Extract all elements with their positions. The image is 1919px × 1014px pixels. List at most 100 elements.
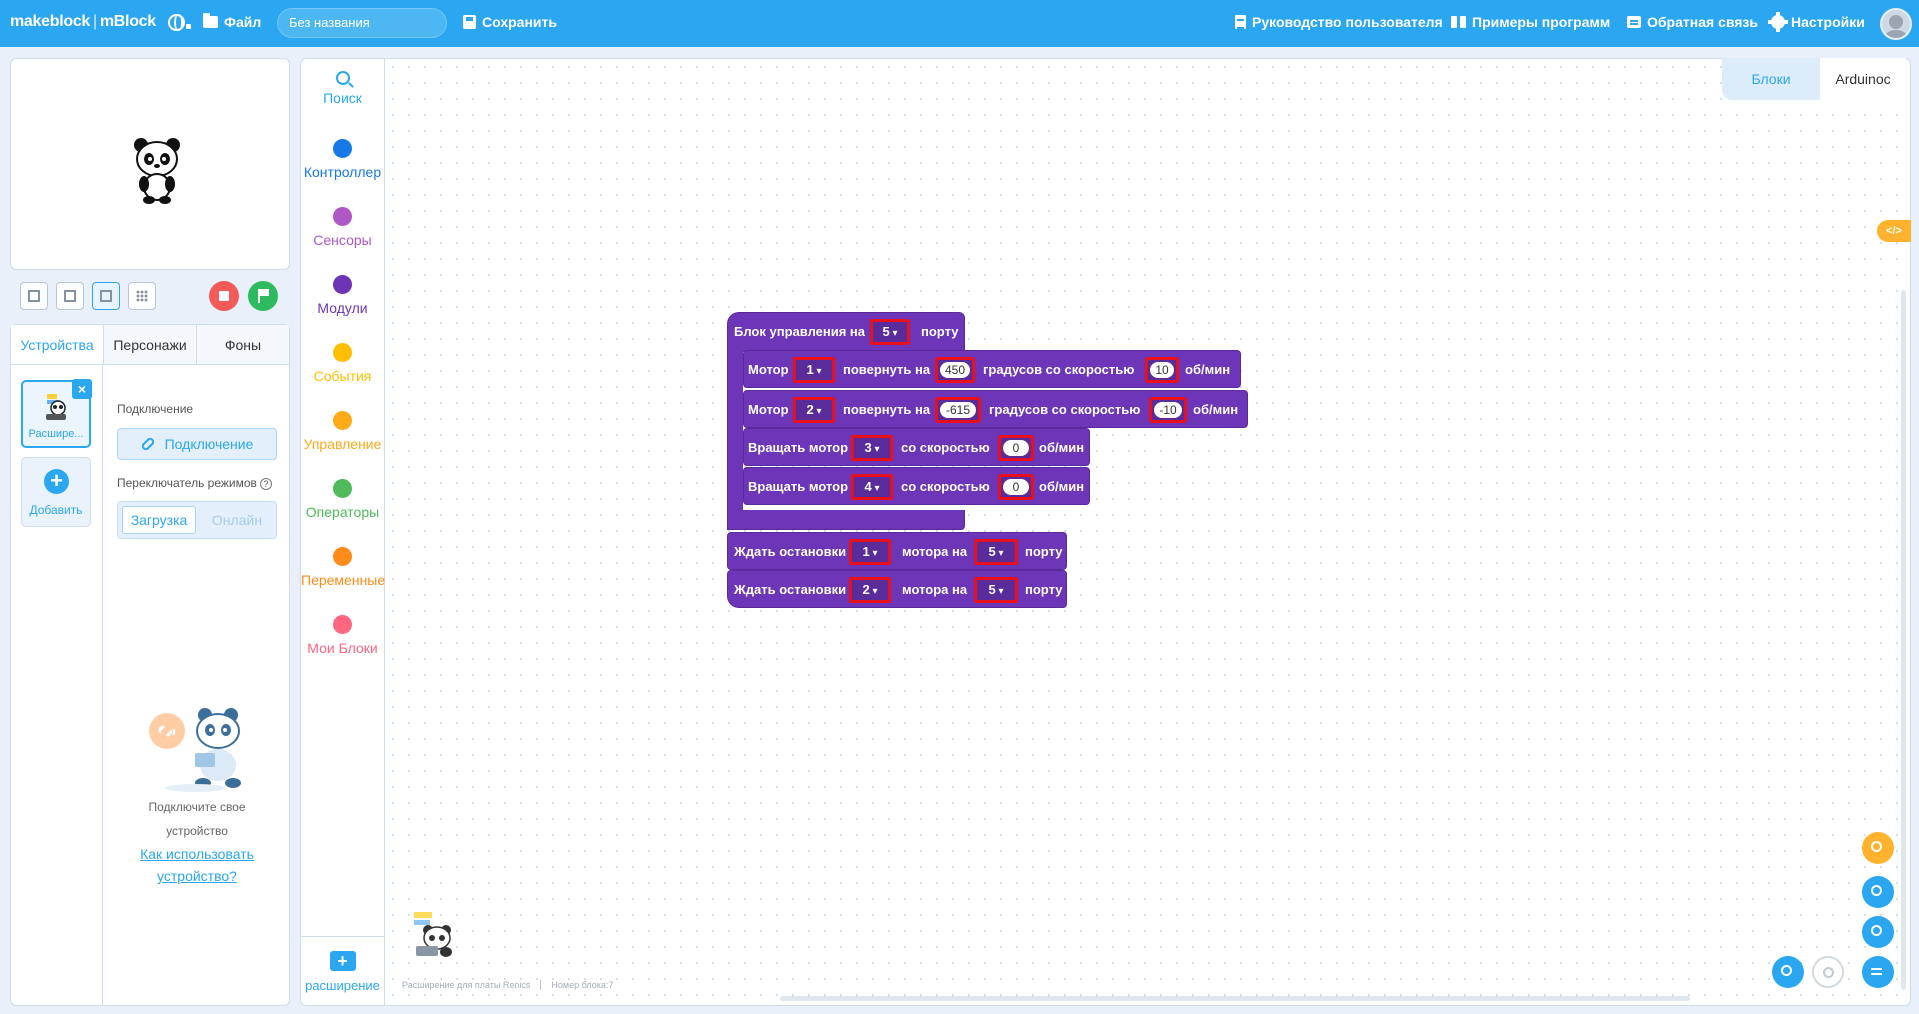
connection-heading: Подключение	[117, 402, 194, 416]
c-block-footer	[727, 510, 965, 530]
category-variables[interactable]: Переменные	[301, 547, 386, 588]
green-flag-button[interactable]	[248, 281, 278, 311]
chat-icon	[1627, 16, 1641, 28]
add-device-button[interactable]: + Добавить	[21, 457, 91, 527]
live-mode-button[interactable]: Онлайн	[211, 512, 263, 528]
category-events[interactable]: События	[301, 343, 384, 384]
block-text: об/мин	[1193, 402, 1239, 417]
feedback-link[interactable]: Обратная связь	[1627, 14, 1758, 30]
settings-menu[interactable]: Настройки	[1768, 12, 1865, 32]
category-variables-label: Переменные	[301, 572, 386, 588]
category-sensors[interactable]: Сенсоры	[301, 207, 384, 248]
motor-dropdown[interactable]: 2	[849, 577, 891, 603]
file-menu[interactable]: Файл	[203, 13, 262, 30]
feedback-label: Обратная связь	[1647, 14, 1758, 30]
tab-blocks[interactable]: Блоки	[1722, 58, 1820, 100]
user-avatar[interactable]	[1880, 8, 1912, 40]
zoom-out-button[interactable]	[1862, 916, 1894, 948]
speed-input[interactable]: 0	[998, 435, 1034, 461]
connect-hint-line-2: устройство	[166, 824, 228, 838]
category-dot-icon	[333, 343, 352, 362]
horizontal-scrollbar[interactable]	[780, 996, 1690, 1001]
speed-input[interactable]: 10	[1145, 357, 1179, 383]
category-operators-label: Операторы	[305, 504, 380, 520]
category-sensors-label: Сенсоры	[313, 232, 372, 248]
block-text: порту	[1025, 544, 1063, 559]
speed-input[interactable]: -10	[1149, 397, 1187, 423]
zoom-in-button[interactable]	[1862, 876, 1894, 908]
block-count-text: Номер блока:7	[540, 980, 613, 990]
motor-dropdown[interactable]: 4	[851, 474, 893, 500]
motor-dropdown[interactable]: 3	[851, 435, 893, 461]
file-menu-label: Файл	[224, 14, 262, 30]
project-title-input[interactable]: Без названия	[277, 8, 447, 38]
document-icon	[1235, 15, 1246, 29]
category-operators[interactable]: Операторы	[301, 479, 384, 520]
motor-rotate-block-1[interactable]: Мотор 1 повернуть на 450 градусов со ско…	[743, 350, 1241, 388]
connect-button[interactable]: Подключение	[117, 428, 277, 460]
category-control[interactable]: Управление	[301, 411, 384, 452]
category-search[interactable]: Поиск	[301, 71, 384, 106]
vertical-scrollbar[interactable]	[1901, 290, 1906, 990]
hat-block-control-port[interactable]: Блок управления на 5 порту	[727, 312, 965, 352]
category-control-label: Управление	[303, 436, 382, 452]
wait-stop-block-2[interactable]: Ждать остановки 2 мотора на 5 порту	[727, 570, 1067, 608]
stage-preview[interactable]	[10, 58, 290, 270]
stop-button[interactable]	[209, 281, 239, 311]
normal-stage-icon	[100, 290, 112, 302]
examples-label: Примеры программ	[1472, 14, 1611, 30]
category-search-label: Поиск	[323, 90, 362, 106]
spin-motor-block-3[interactable]: Вращать мотор 3 со скоростью 0 об/мин	[743, 428, 1090, 466]
reset-zoom-button[interactable]	[1862, 956, 1894, 988]
undo-button[interactable]	[1772, 956, 1804, 988]
help-icon[interactable]: ?	[259, 478, 272, 490]
tab-devices[interactable]: Устройства	[11, 325, 103, 364]
speed-value: 0	[1003, 479, 1029, 495]
examples-link[interactable]: Примеры программ	[1451, 14, 1610, 30]
spin-motor-block-4[interactable]: Вращать мотор 4 со скоростью 0 об/мин	[743, 467, 1090, 505]
speed-input[interactable]: 0	[998, 474, 1034, 500]
motor-dropdown[interactable]: 1	[793, 357, 835, 383]
category-controller[interactable]: Контроллер	[301, 139, 384, 180]
normal-stage-button[interactable]	[92, 282, 120, 310]
port-dropdown[interactable]: 5	[974, 539, 1018, 565]
device-card[interactable]: × Расшире...	[21, 379, 92, 448]
fullscreen-button[interactable]	[20, 282, 48, 310]
grid-icon	[136, 290, 148, 302]
collapse-blocks-button[interactable]	[1862, 832, 1894, 864]
small-stage-button[interactable]	[56, 282, 84, 310]
port-dropdown[interactable]: 5	[974, 577, 1018, 603]
degrees-input[interactable]: -615	[935, 397, 981, 423]
workspace-tabs: Блоки Arduinoc	[1722, 58, 1906, 100]
speed-value: 0	[1003, 440, 1029, 456]
grid-view-button[interactable]	[128, 282, 156, 310]
category-events-label: События	[313, 368, 372, 384]
port-dropdown[interactable]: 5	[870, 319, 910, 345]
script-workspace[interactable]	[385, 58, 1911, 1006]
connect-button-label: Подключение	[164, 436, 254, 452]
tab-arduino-code[interactable]: Arduinoc	[1820, 58, 1906, 100]
extension-button[interactable]: +расширение	[301, 936, 384, 1004]
folder-icon	[203, 13, 218, 28]
category-modules[interactable]: Модули	[301, 275, 384, 316]
tab-backdrops[interactable]: Фоны	[196, 325, 289, 364]
tab-sprites[interactable]: Персонажи	[103, 325, 196, 364]
save-button[interactable]: Сохранить	[463, 14, 557, 30]
user-guide-link[interactable]: Руководство пользователя	[1235, 14, 1443, 30]
upload-mode-button[interactable]: Загрузка	[122, 506, 196, 534]
category-dot-icon	[333, 411, 352, 430]
category-my-blocks[interactable]: Мои Блоки	[301, 615, 384, 656]
code-view-toggle[interactable]: </>	[1877, 220, 1911, 242]
degrees-input[interactable]: 450	[935, 357, 975, 383]
plus-icon: +	[44, 469, 69, 494]
motor-rotate-block-2[interactable]: Мотор 2 повернуть на -615 градусов со ск…	[743, 390, 1248, 428]
category-dot-icon	[333, 615, 352, 634]
remove-device-icon[interactable]: ×	[72, 379, 92, 399]
wait-stop-block-1[interactable]: Ждать остановки 1 мотора на 5 порту	[727, 532, 1067, 570]
motor-dropdown[interactable]: 1	[849, 539, 891, 565]
user-guide-label: Руководство пользователя	[1252, 14, 1443, 30]
redo-button[interactable]	[1812, 956, 1844, 988]
motor-dropdown[interactable]: 2	[793, 397, 835, 423]
language-globe-icon[interactable]	[168, 14, 185, 31]
